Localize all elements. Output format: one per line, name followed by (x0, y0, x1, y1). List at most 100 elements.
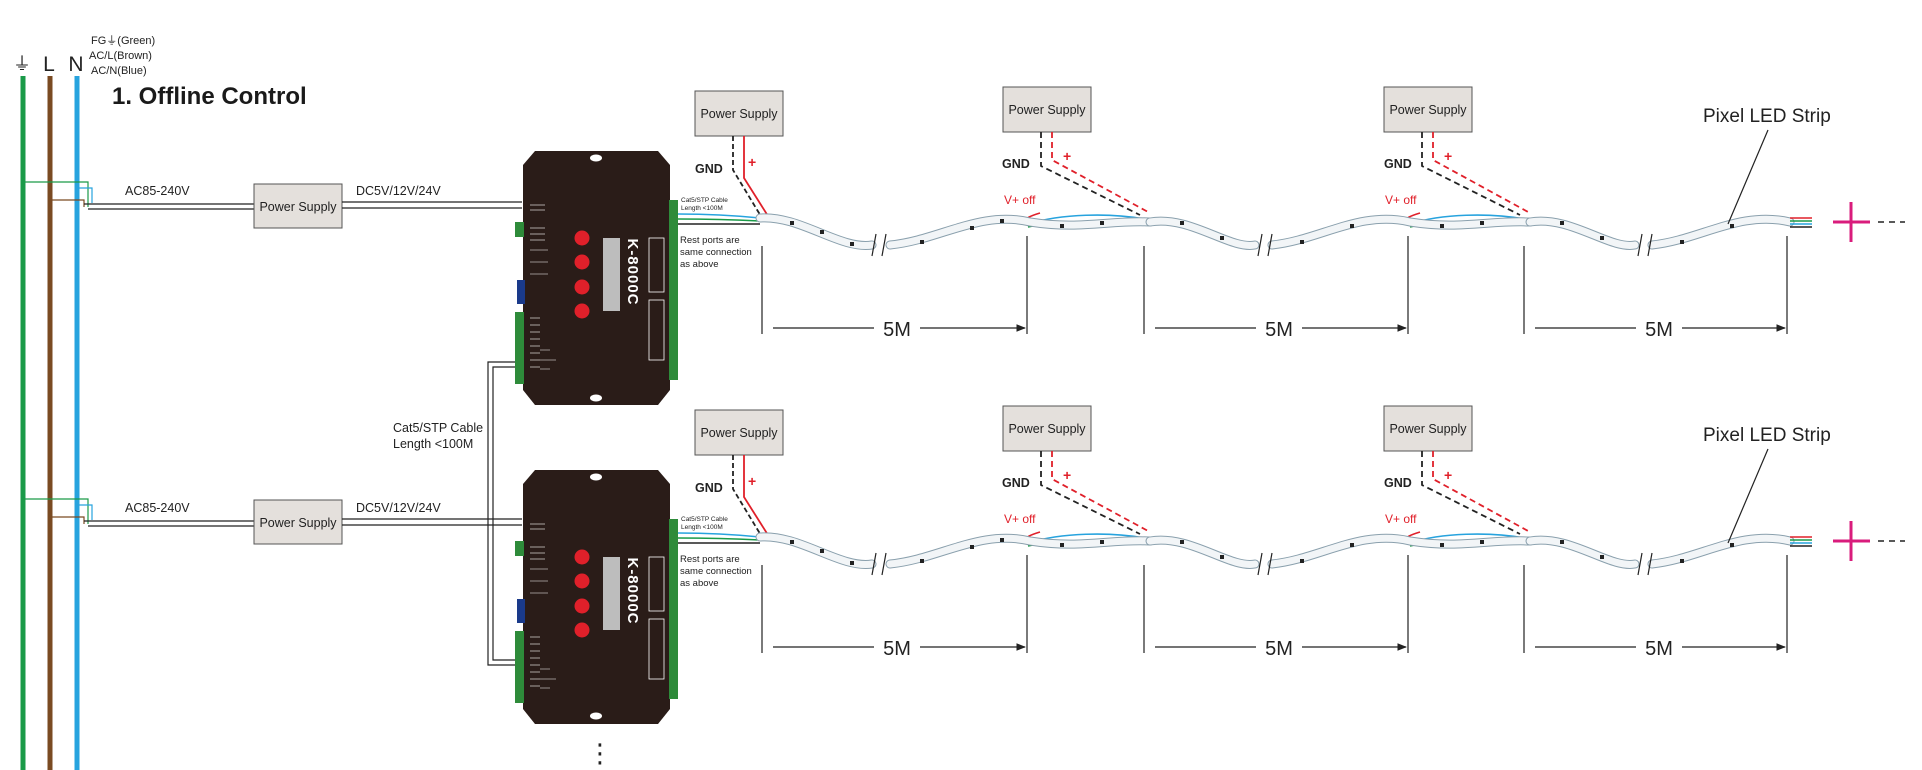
row-1: AC85-240V Power Supply DC5V/12V/24V (23, 86, 1905, 405)
controller-button-4[interactable] (574, 303, 590, 319)
controller-display (603, 238, 620, 311)
diagram-title: 1. Offline Control (112, 83, 307, 110)
psu-feed-wires (732, 451, 1531, 538)
dc-voltage-label: DC5V/12V/24V (356, 501, 441, 515)
gnd-label-2: GND (1002, 476, 1030, 490)
output-cable (677, 213, 761, 225)
gnd-label-1: GND (695, 481, 723, 495)
strip-power-supply-2-label: Power Supply (1008, 422, 1086, 436)
ac-tap (23, 181, 254, 210)
main-power-supply-label: Power Supply (259, 200, 337, 214)
controller-button-2[interactable] (574, 573, 590, 589)
controller-button-3[interactable] (574, 598, 590, 614)
rest-ports-note-2: same connection (680, 247, 752, 258)
strip-power-supply-1: Power Supply (694, 409, 784, 456)
output-cable (677, 532, 761, 544)
link-cable-label-1: Cat5/STP Cable (393, 421, 483, 435)
output-cable-label-2: Length <100M (681, 205, 723, 212)
controller: K-8000C (515, 470, 678, 724)
controller-link-cable: Cat5/STP Cable Length <100M (393, 361, 522, 666)
segment-length-1: 5M (883, 638, 911, 660)
main-power-supply-label: Power Supply (259, 516, 337, 530)
gnd-label-3: GND (1384, 476, 1412, 490)
output-cable-label-1: Cat5/STP Cable (681, 516, 728, 523)
legend: ⏚ L N FG⏚(Green) AC/L(Brown) AC/N(Blue) (13, 34, 155, 77)
plus-label-1: + (748, 473, 756, 489)
strip-power-supply-1: Power Supply (694, 90, 784, 137)
plus-label-1: + (748, 154, 756, 170)
pixel-strip (755, 532, 1812, 576)
line-symbol: L (43, 53, 55, 76)
segment-length-3: 5M (1645, 319, 1673, 341)
pixel-strip (755, 213, 1812, 257)
more-controllers-dots: ⋮ (587, 738, 613, 768)
rest-ports-note-3: as above (680, 578, 719, 589)
segment-dimensions (761, 555, 1788, 653)
segment-length-1: 5M (883, 319, 911, 341)
ac-voltage-label: AC85-240V (125, 184, 190, 198)
gnd-label-2: GND (1002, 157, 1030, 171)
rest-ports-note-3: as above (680, 259, 719, 270)
strip-power-supply-2-label: Power Supply (1008, 103, 1086, 117)
link-cable-label-2: Length <100M (393, 437, 473, 451)
controller-model: K-8000C (624, 557, 641, 624)
row-2: AC85-240V Power Supply DC5V/12V/24V K-80… (23, 405, 1905, 724)
v-off-label-1: V+ off (1004, 193, 1036, 207)
legend-fg: FG⏚(Green) (91, 34, 155, 47)
controller-model: K-8000C (624, 238, 641, 305)
strip-power-supply-3: Power Supply (1383, 405, 1473, 452)
ac-tap (23, 498, 254, 527)
output-cable-label-1: Cat5/STP Cable (681, 197, 728, 204)
main-power-supply: Power Supply (253, 499, 343, 545)
segment-length-2: 5M (1265, 638, 1293, 660)
strip-end-marker (1833, 521, 1870, 561)
strip-power-supply-2: Power Supply (1002, 405, 1092, 452)
legend-ac-n: AC/N(Blue) (91, 65, 147, 77)
dc-feed (342, 201, 522, 209)
pixel-led-strip-label: Pixel LED Strip (1703, 106, 1831, 127)
v-off-label-2: V+ off (1385, 193, 1417, 207)
segment-dimensions (761, 236, 1788, 334)
strip-power-supply-1-label: Power Supply (700, 107, 778, 121)
controller: K-8000C (515, 151, 678, 405)
plus-label-3: + (1444, 467, 1452, 483)
earth-symbol: ⏚ (13, 54, 31, 74)
controller-display (603, 557, 620, 630)
plus-label-2: + (1063, 148, 1071, 164)
controller-button-3[interactable] (574, 279, 590, 295)
mains-bus (20, 76, 80, 770)
psu-feed-wires (732, 132, 1531, 219)
strip-power-supply-3-label: Power Supply (1389, 422, 1467, 436)
strip-power-supply-3-label: Power Supply (1389, 103, 1467, 117)
rest-ports-note-1: Rest ports are (680, 554, 740, 565)
segment-length-2: 5M (1265, 319, 1293, 341)
controller-button-1[interactable] (574, 549, 590, 565)
plus-label-2: + (1063, 467, 1071, 483)
main-power-supply: Power Supply (253, 183, 343, 229)
pixel-led-strip-label: Pixel LED Strip (1703, 425, 1831, 446)
controller-button-2[interactable] (574, 254, 590, 270)
segment-length-3: 5M (1645, 638, 1673, 660)
gnd-label-3: GND (1384, 157, 1412, 171)
rest-ports-note-1: Rest ports are (680, 235, 740, 246)
dc-feed (342, 518, 522, 526)
strip-power-supply-2: Power Supply (1002, 86, 1092, 133)
strip-end-marker (1833, 202, 1870, 242)
v-off-label-1: V+ off (1004, 512, 1036, 526)
rest-ports-note-2: same connection (680, 566, 752, 577)
legend-ac-l: AC/L(Brown) (89, 50, 152, 62)
gnd-label-1: GND (695, 162, 723, 176)
ac-voltage-label: AC85-240V (125, 501, 190, 515)
strip-power-supply-1-label: Power Supply (700, 426, 778, 440)
strip-label-leader (1727, 129, 1769, 225)
strip-power-supply-3: Power Supply (1383, 86, 1473, 133)
strip-label-leader (1727, 448, 1769, 544)
output-cable-label-2: Length <100M (681, 524, 723, 531)
v-off-label-2: V+ off (1385, 512, 1417, 526)
controller-button-4[interactable] (574, 622, 590, 638)
controller-button-1[interactable] (574, 230, 590, 246)
plus-label-3: + (1444, 148, 1452, 164)
dc-voltage-label: DC5V/12V/24V (356, 184, 441, 198)
neutral-symbol: N (68, 53, 83, 76)
